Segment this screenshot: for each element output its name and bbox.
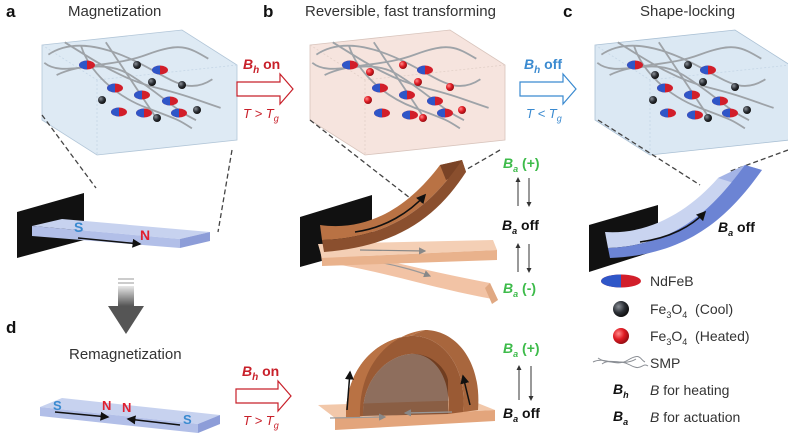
legend-item-ndfeb: NdFeB	[600, 271, 788, 293]
panel-d-pole-n-left: N	[102, 398, 111, 413]
transition-d-field-label: Bh on	[242, 363, 280, 383]
legend-label: B for heating	[650, 382, 730, 398]
panel-a-title: Magnetization	[68, 3, 162, 20]
legend-fe3o4-cool-icon	[613, 301, 629, 317]
panel-c-letter: c	[563, 2, 573, 21]
legend-item-smp: SMP	[600, 353, 788, 375]
remagnetization-arrow	[108, 278, 144, 334]
panel-b-composite-box	[309, 29, 506, 156]
panel-d-ba-off: Ba off	[503, 405, 540, 424]
legend-item-bh: Bh B for heating	[600, 380, 788, 402]
panel-a-letter: a	[6, 2, 16, 21]
panel-d-pole-s-right: S	[183, 412, 192, 427]
panel-c-beam	[589, 165, 762, 272]
panel-d-pole-n-right: N	[122, 400, 131, 415]
transition-bc-temperature: T < Tg	[526, 106, 562, 124]
legend-label: SMP	[650, 355, 681, 371]
panel-d-beam	[40, 398, 220, 433]
panel-a-beam	[17, 193, 210, 258]
panel-b-title: Reversible, fast transforming	[305, 3, 496, 20]
legend-label: Fe3O4 (Heated)	[650, 328, 750, 347]
fe3o4-cool-particles	[98, 61, 201, 122]
transition-bc-arrow	[519, 72, 577, 106]
fe3o4-heated-particles	[364, 61, 466, 122]
panel-b-ba-off: Ba off	[502, 217, 539, 236]
legend-label: Fe3O4 (Cool)	[650, 301, 734, 320]
legend-ba-symbol: Ba	[613, 408, 629, 427]
panel-a-pole-n: N	[140, 227, 150, 243]
legend-bh-symbol: Bh	[613, 381, 629, 400]
fe3o4-cool-particles	[649, 61, 751, 122]
panel-b-ba-plus: Ba (+)	[503, 155, 540, 174]
panel-b-beams	[300, 160, 498, 304]
panel-b-ba-minus: Ba (-)	[503, 280, 537, 299]
panel-a-composite-box	[41, 29, 238, 156]
transition-d-arrow	[235, 379, 292, 413]
panel-b-letter: b	[263, 2, 274, 21]
panel-c-title: Shape-locking	[640, 3, 736, 20]
panel-d-pole-s-left: S	[53, 398, 62, 413]
panel-d-ba-plus: Ba (+)	[503, 340, 540, 359]
legend-item-fe3o4-cool: Fe3O4 (Cool)	[600, 299, 788, 321]
transition-ab-temperature: T > Tg	[243, 106, 279, 124]
transition-ab-field-label: Bh on	[243, 56, 281, 76]
legend-label: B for actuation	[650, 409, 741, 425]
transition-d-temperature: T > Tg	[243, 413, 279, 431]
legend-fe3o4-heated-icon	[613, 328, 629, 344]
panel-c-composite-box	[594, 29, 788, 156]
panel-d-letter: d	[6, 318, 17, 337]
legend-label: NdFeB	[650, 273, 694, 289]
transition-bc-field-label: Bh off	[524, 56, 563, 76]
panel-d-arch	[318, 330, 495, 430]
legend-item-fe3o4-heated: Fe3O4 (Heated)	[600, 326, 788, 348]
panel-c-ba-off: Ba off	[718, 219, 755, 238]
legend-item-ba: Ba B for actuation	[600, 407, 788, 429]
panel-b-actuation-arrows	[515, 177, 532, 273]
panel-d-actuation-arrows	[516, 365, 534, 401]
panel-d-title: Remagnetization	[69, 346, 182, 363]
legend-ndfeb-icon	[601, 274, 641, 288]
panel-a-pole-s: S	[74, 219, 83, 235]
legend-smp-icon	[592, 356, 649, 369]
transition-ab-arrow	[236, 72, 294, 106]
